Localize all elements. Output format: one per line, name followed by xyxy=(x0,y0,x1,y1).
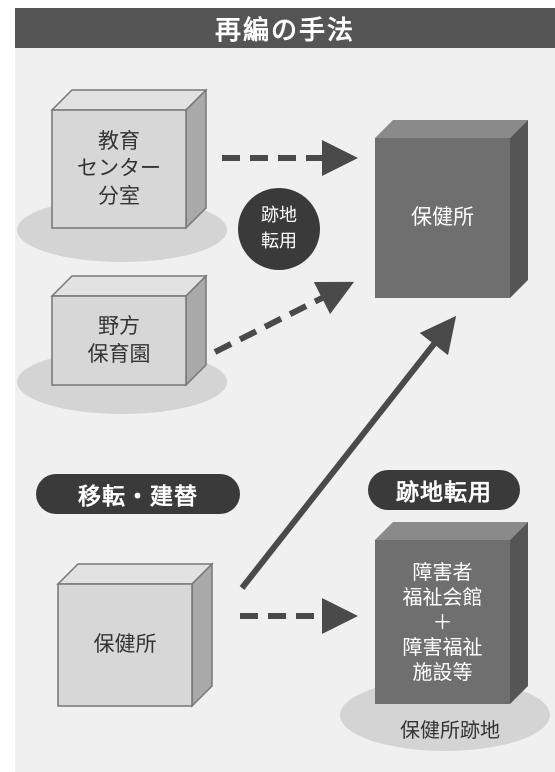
diagram-title: 再編の手法 xyxy=(15,8,555,48)
health-center-old-label: 保健所 xyxy=(93,632,157,657)
education-center-box xyxy=(50,88,208,230)
arrow-nursery-to-health xyxy=(213,281,355,355)
site-reuse-badge: 跡地転用 xyxy=(368,470,520,510)
education-center-label: 教育 センター 分室 xyxy=(77,129,161,208)
noho-nursery-box xyxy=(50,274,208,387)
site-reuse-circle-badge: 跡地 転用 xyxy=(238,188,320,270)
site-label: 保健所跡地 xyxy=(400,718,500,742)
arrow-old-to-new-health xyxy=(239,315,457,590)
welfare-facility-box xyxy=(375,522,528,704)
health-center-old-box xyxy=(56,562,214,708)
welfare-facility-label: 障害者 福祉会館 ＋ 障害福祉 施設等 xyxy=(402,559,483,684)
health-center-target-label: 保健所 xyxy=(411,205,474,230)
health-center-target-box xyxy=(375,120,528,298)
noho-nursery-label: 野方 保育園 xyxy=(87,314,151,366)
relocation-rebuild-badge: 移転・建替 xyxy=(36,474,240,514)
